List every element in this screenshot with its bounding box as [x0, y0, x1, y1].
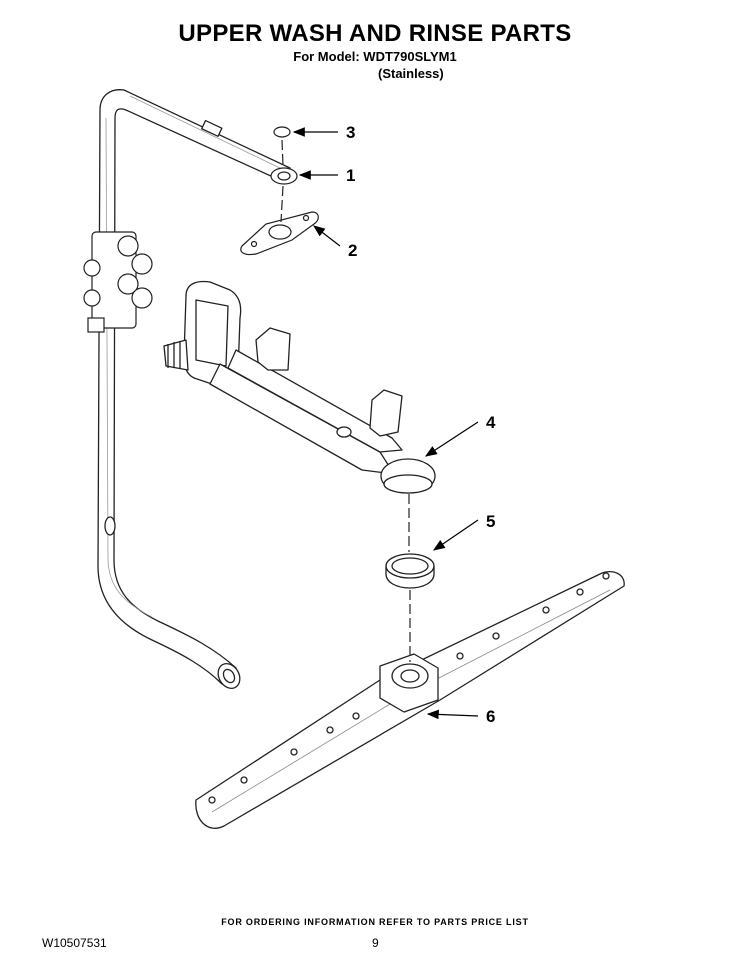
- part-4-manifold: [163, 280, 436, 494]
- page-title: UPPER WASH AND RINSE PARTS: [178, 20, 572, 47]
- callout-2: 2: [348, 241, 357, 260]
- part-1-nozzle: [270, 167, 298, 185]
- callout-4: 4: [486, 413, 496, 432]
- ordering-note: FOR ORDERING INFORMATION REFER TO PARTS …: [221, 917, 529, 927]
- callout-6: 6: [486, 707, 495, 726]
- callout-3: 3: [346, 123, 355, 142]
- tube-clip: [83, 231, 153, 333]
- document-number: W10507531: [42, 936, 107, 950]
- callout-5: 5: [486, 512, 495, 531]
- callout-1: 1: [346, 166, 355, 185]
- variant-label: (Stainless): [378, 66, 444, 81]
- part-6-lower-spray-arm: [195, 571, 625, 829]
- model-line: For Model: WDT790SLYM1: [293, 49, 457, 64]
- supply-tube: [97, 89, 291, 689]
- part-3-cap: [273, 126, 291, 138]
- callout-leaders: [292, 127, 479, 720]
- page-number: 9: [372, 936, 379, 950]
- part-5-ring: [385, 553, 435, 589]
- assembly-centerlines: [280, 139, 411, 662]
- part-2-mini-spray-arm: [240, 211, 319, 256]
